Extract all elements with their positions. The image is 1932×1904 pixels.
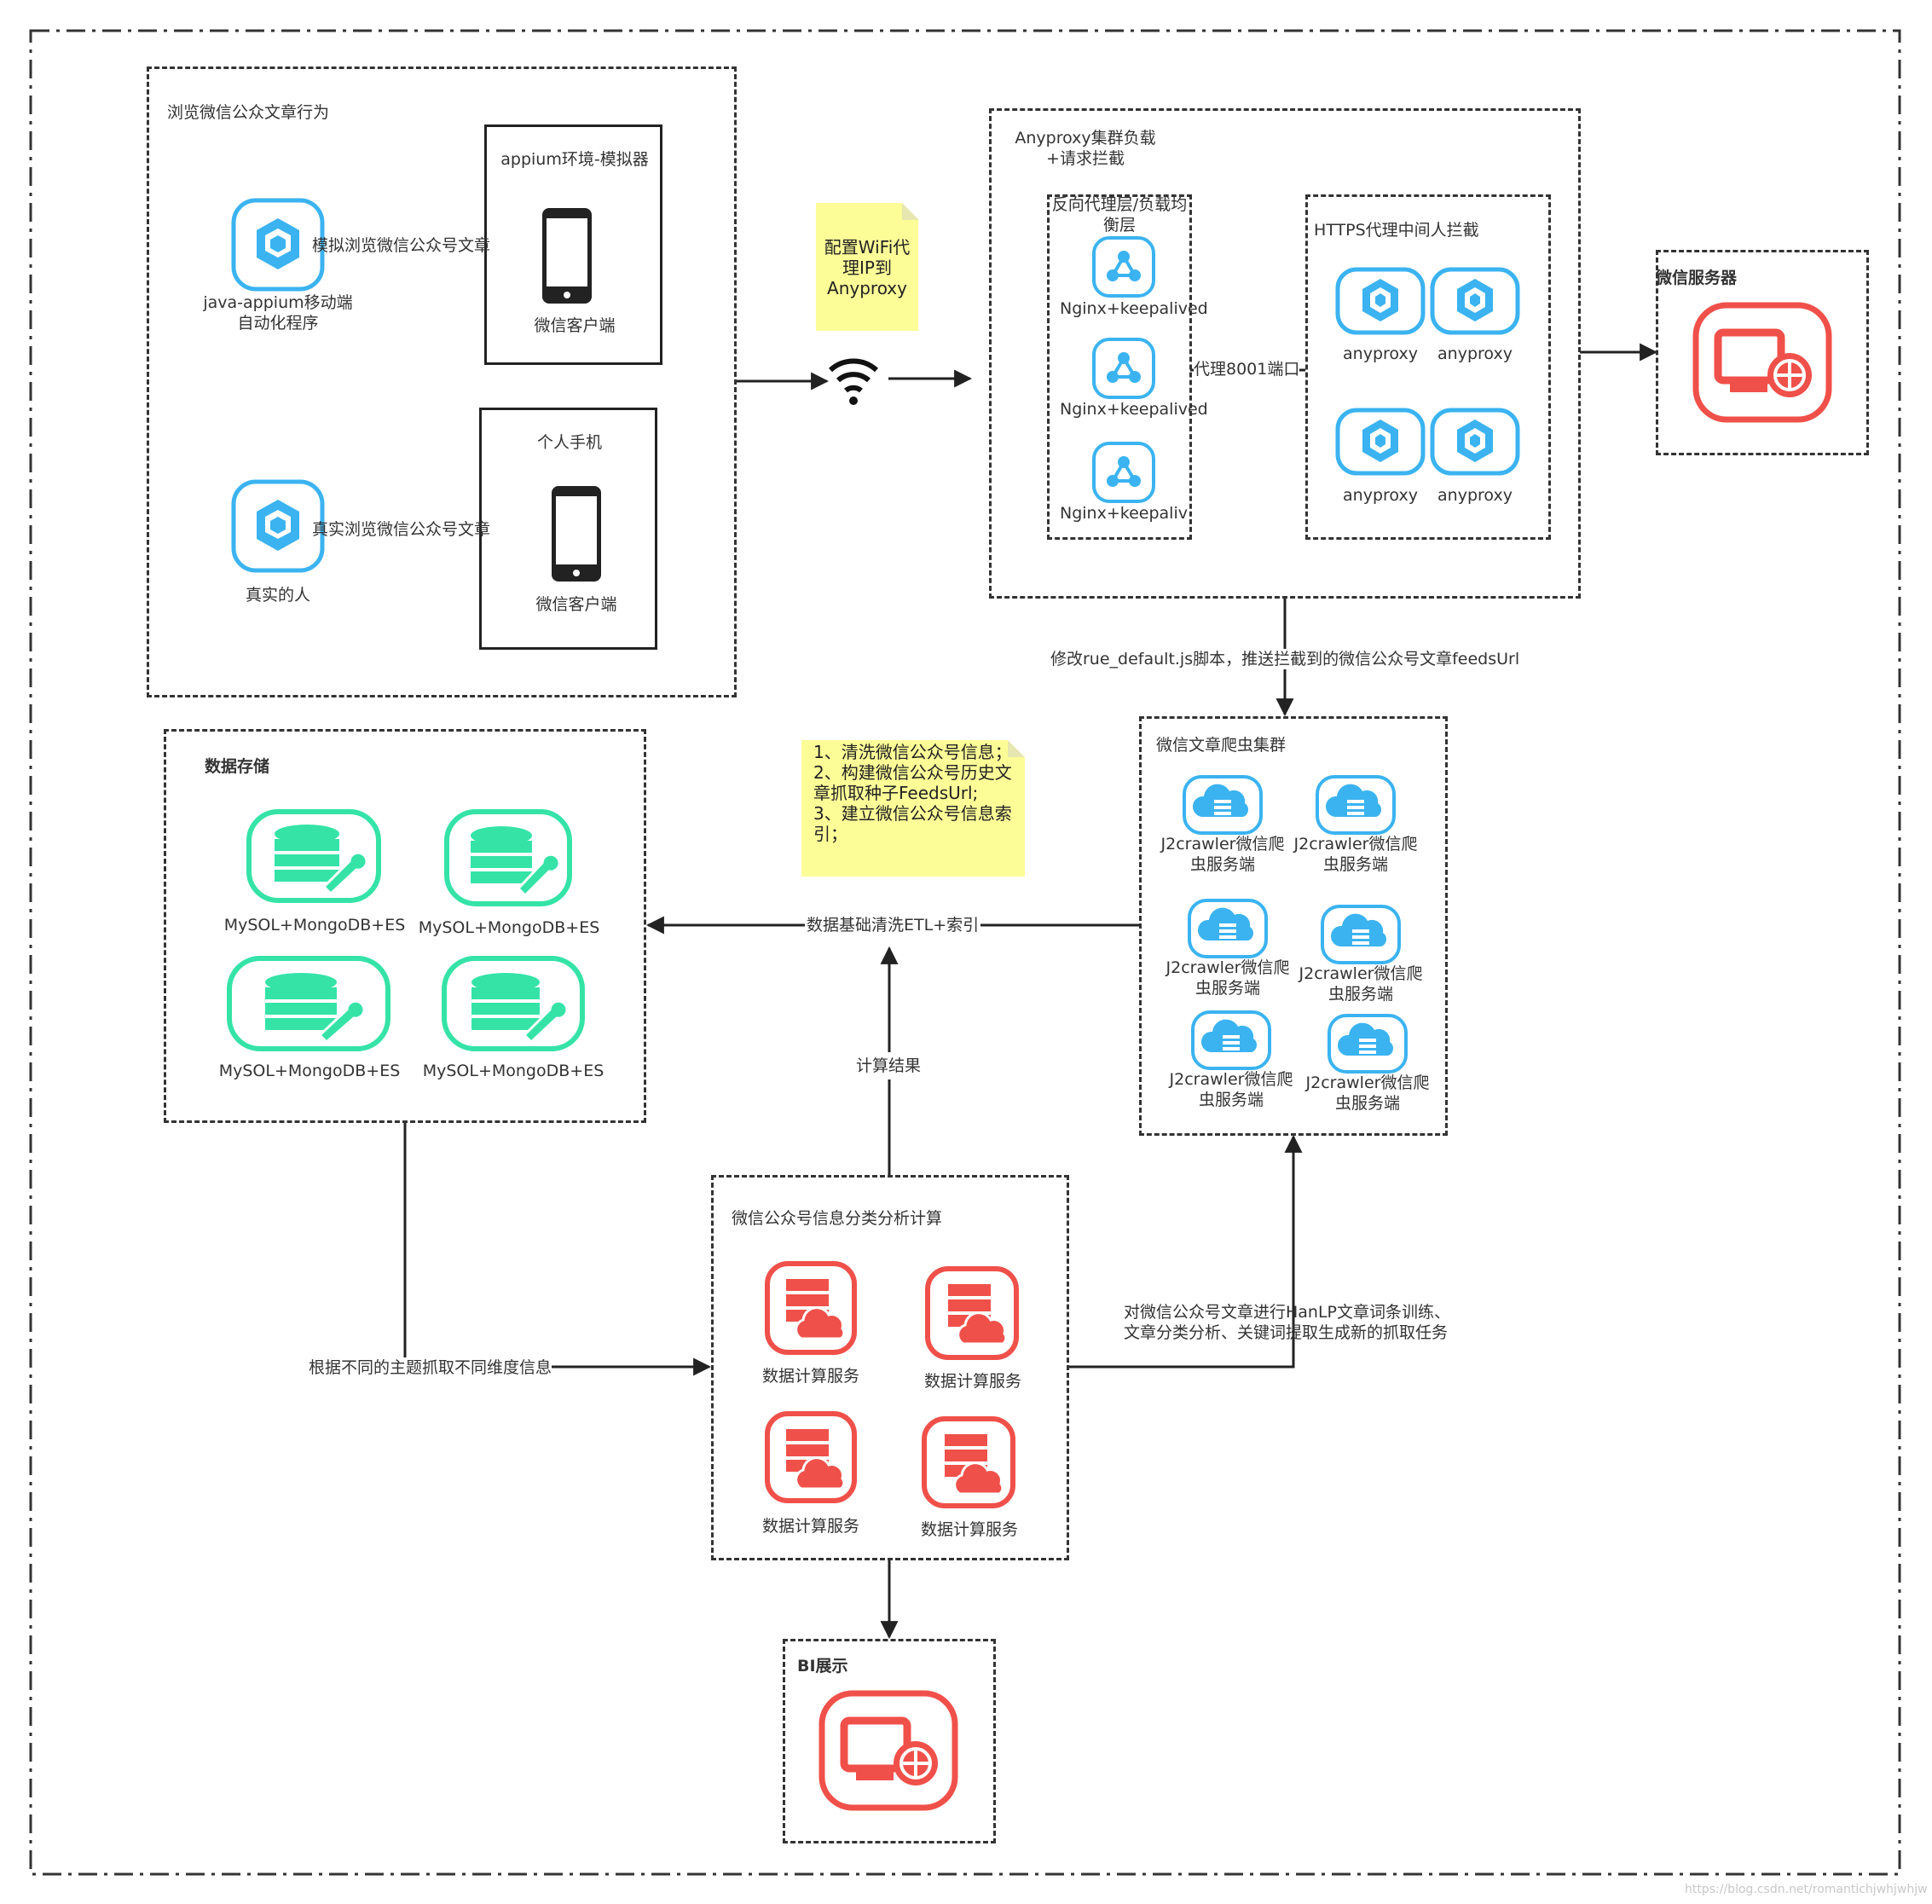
compute-label-3: 数据计算服务 bbox=[761, 1517, 859, 1536]
phone-box bbox=[479, 408, 657, 650]
compute-label-2: 数据计算服务 bbox=[923, 1372, 1021, 1391]
outer-frame bbox=[29, 29, 1901, 1876]
database-tool-icon bbox=[246, 809, 381, 903]
crawler-label-4: J2crawler微信爬虫服务端 bbox=[1299, 964, 1423, 1004]
anyproxy-node-icon bbox=[1335, 267, 1426, 335]
cloud-server-icon bbox=[1183, 775, 1263, 835]
web-server-icon bbox=[1692, 302, 1832, 423]
etl-note-line-1: 1、清洗微信公众号信息； bbox=[813, 742, 1012, 762]
crawler-group bbox=[1139, 716, 1448, 1136]
note-fold-icon bbox=[1008, 740, 1025, 757]
database-tool-icon bbox=[442, 956, 585, 1051]
browse-group-title: 浏览微信公众文章行为 bbox=[167, 103, 330, 122]
storage-group-title: 数据存储 bbox=[205, 757, 270, 776]
wechat-server-group bbox=[1656, 250, 1869, 455]
cloud-server-icon bbox=[1321, 905, 1401, 964]
hanlp-edge-label: 对微信公众号文章进行HanLP文章词条训练、文章分类分析、关键词提取生成新的抓取… bbox=[1124, 1303, 1451, 1342]
compute-service-icon bbox=[922, 1416, 1015, 1508]
database-tool-icon bbox=[444, 809, 572, 906]
edge-fetch bbox=[403, 1121, 712, 1376]
push-feedsurl-label: 修改rue_default.js脚本，推送拦截到的微信公众号文章feedsUrl bbox=[1050, 649, 1520, 669]
anyproxy-label-4: anyproxy bbox=[1437, 486, 1513, 505]
calc-result-label: 计算结果 bbox=[856, 1052, 922, 1079]
etl-edge-label: 数据基础清洗ETL+索引 bbox=[805, 915, 981, 935]
crawler-label-5: J2crawler微信爬虫服务端 bbox=[1169, 1070, 1293, 1109]
anyproxy-group-title: Anyproxy集群负载+请求拦截 bbox=[1015, 129, 1156, 168]
compute-label-1: 数据计算服务 bbox=[761, 1367, 859, 1386]
reverse-proxy-group bbox=[1047, 194, 1192, 540]
compute-service-icon bbox=[925, 1266, 1019, 1360]
anyproxy-label-3: anyproxy bbox=[1343, 486, 1418, 505]
storage-label-2: MySOL+MongoDB+ES bbox=[418, 918, 600, 937]
storage-label-4: MySOL+MongoDB+ES bbox=[422, 1062, 604, 1080]
real-person-icon bbox=[231, 479, 325, 573]
anyproxy-node-icon bbox=[1430, 267, 1520, 335]
crawler-label-3: J2crawler微信爬虫服务端 bbox=[1166, 958, 1290, 998]
real-edge-label: 真实浏览微信公众号文章 bbox=[312, 520, 491, 539]
cloud-server-icon bbox=[1328, 1014, 1408, 1074]
compute-group-title: 微信公众号信息分类分析计算 bbox=[732, 1209, 943, 1228]
smartphone-icon bbox=[542, 208, 592, 304]
anyproxy-node-icon bbox=[1430, 408, 1520, 476]
cloud-server-icon bbox=[1316, 775, 1396, 835]
appium-program-icon bbox=[231, 198, 325, 292]
anyproxy-group bbox=[989, 108, 1581, 599]
java-program-label: java-appium移动端自动化程序 bbox=[203, 293, 353, 333]
crawler-label-6: J2crawler微信爬虫服务端 bbox=[1305, 1074, 1430, 1113]
compute-service-icon bbox=[765, 1411, 857, 1503]
compute-service-icon bbox=[765, 1261, 857, 1355]
bi-group-title: BI展示 bbox=[797, 1657, 848, 1675]
simulator-title: appium环境-模拟器 bbox=[500, 150, 649, 169]
etl-note: 1、清洗微信公众号信息； 2、构建微信公众号历史文章抓取种子FeedsUrl; … bbox=[801, 740, 1025, 877]
phone-title: 个人手机 bbox=[536, 433, 602, 452]
etl-note-line-2: 2、构建微信公众号历史文章抓取种子FeedsUrl; bbox=[813, 762, 1012, 803]
crawler-label-1: J2crawler微信爬虫服务端 bbox=[1160, 835, 1285, 874]
wifi-icon bbox=[828, 358, 879, 405]
wifi-config-note: 配置WiFi代理IP到Anyproxy bbox=[816, 203, 918, 331]
nginx-label-1: Nginx+keepalived bbox=[1060, 299, 1208, 318]
storage-group bbox=[164, 729, 646, 1123]
storage-label-3: MySOL+MongoDB+ES bbox=[218, 1062, 401, 1080]
nginx-node-icon bbox=[1092, 442, 1155, 503]
compute-group bbox=[711, 1175, 1069, 1560]
reverse-proxy-title: 反向代理层/负载均衡层 bbox=[1051, 195, 1188, 234]
anyproxy-label-1: anyproxy bbox=[1343, 344, 1418, 363]
wechat-server-title: 微信服务器 bbox=[1656, 269, 1738, 287]
watermark: https://blog.csdn.net/romantichjwhjwhjw bbox=[1685, 1883, 1928, 1896]
simulator-client-label: 微信客户端 bbox=[534, 316, 616, 335]
browse-group bbox=[147, 67, 737, 697]
cloud-server-icon bbox=[1188, 899, 1268, 958]
nginx-label-3: Nginx+keepalived bbox=[1060, 504, 1188, 523]
storage-label-1: MySOL+MongoDB+ES bbox=[223, 916, 406, 935]
port-8001-label: 代理8001端口 bbox=[1194, 359, 1300, 379]
simulate-edge-label: 模拟浏览微信公众号文章 bbox=[312, 236, 491, 255]
nginx-label-2: Nginx+keepalived bbox=[1060, 400, 1208, 419]
note-fold-icon bbox=[902, 203, 919, 220]
nginx-node-icon bbox=[1092, 338, 1155, 399]
nginx-node-icon bbox=[1092, 236, 1155, 298]
smartphone-icon bbox=[552, 486, 601, 582]
simulator-box bbox=[484, 124, 662, 365]
web-server-icon bbox=[818, 1690, 958, 1811]
bi-group bbox=[783, 1639, 996, 1843]
database-tool-icon bbox=[227, 956, 390, 1051]
https-intercept-title: HTTPS代理中间人拦截 bbox=[1314, 221, 1479, 240]
cloud-server-icon bbox=[1191, 1010, 1271, 1070]
anyproxy-node-icon bbox=[1335, 408, 1426, 476]
crawler-label-2: J2crawler微信爬虫服务端 bbox=[1293, 835, 1418, 874]
anyproxy-label-2: anyproxy bbox=[1437, 344, 1513, 363]
crawler-group-title: 微信文章爬虫集群 bbox=[1156, 736, 1287, 755]
edge-hanlp bbox=[1067, 1134, 1303, 1369]
https-intercept-group bbox=[1305, 194, 1551, 540]
real-person-label: 真实的人 bbox=[245, 586, 310, 605]
etl-note-line-3: 3、建立微信公众号信息索引； bbox=[813, 803, 1012, 844]
phone-client-label: 微信客户端 bbox=[535, 595, 617, 614]
compute-label-4: 数据计算服务 bbox=[920, 1520, 1018, 1539]
fetch-edge-label: 根据不同的主题抓取不同维度信息 bbox=[309, 1357, 552, 1378]
